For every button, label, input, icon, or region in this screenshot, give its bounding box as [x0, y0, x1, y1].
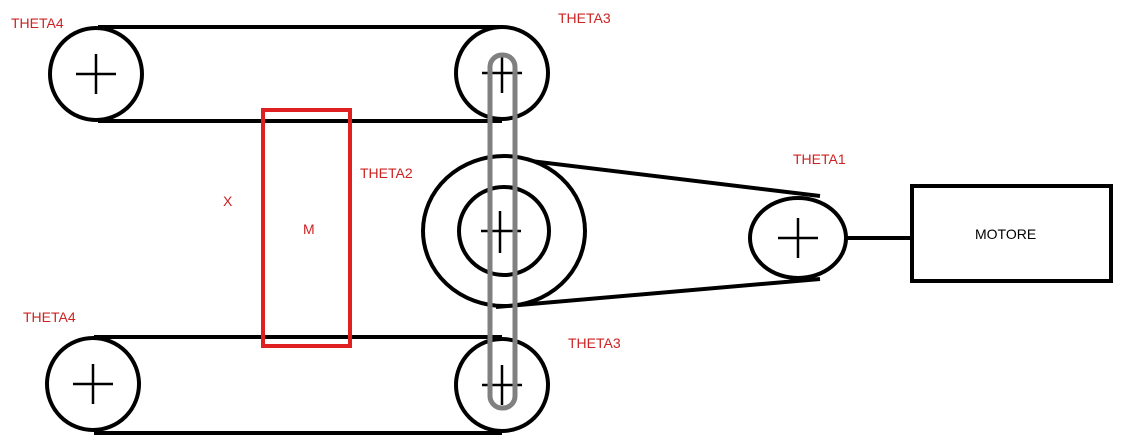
drive-belt — [495, 156, 821, 309]
label-mass: M — [303, 221, 315, 237]
bottom-belt — [45, 335, 550, 435]
connecting-link — [487, 52, 518, 411]
plus-cross-icon — [73, 364, 113, 404]
plus-cross-icon — [76, 54, 116, 94]
top-belt — [48, 25, 550, 123]
label-theta4-top: THETA4 — [11, 15, 64, 31]
plus-cross-icon — [778, 218, 818, 258]
label-theta2: THETA2 — [360, 165, 413, 181]
label-theta3-bottom: THETA3 — [568, 335, 621, 351]
label-theta4-bottom: THETA4 — [23, 309, 76, 325]
label-theta3-top: THETA3 — [558, 10, 611, 26]
label-theta1: THETA1 — [793, 151, 846, 167]
label-motor: MOTORE — [975, 226, 1036, 242]
mass-box — [261, 108, 352, 348]
motor-box — [910, 184, 1113, 283]
label-x: X — [223, 193, 233, 209]
